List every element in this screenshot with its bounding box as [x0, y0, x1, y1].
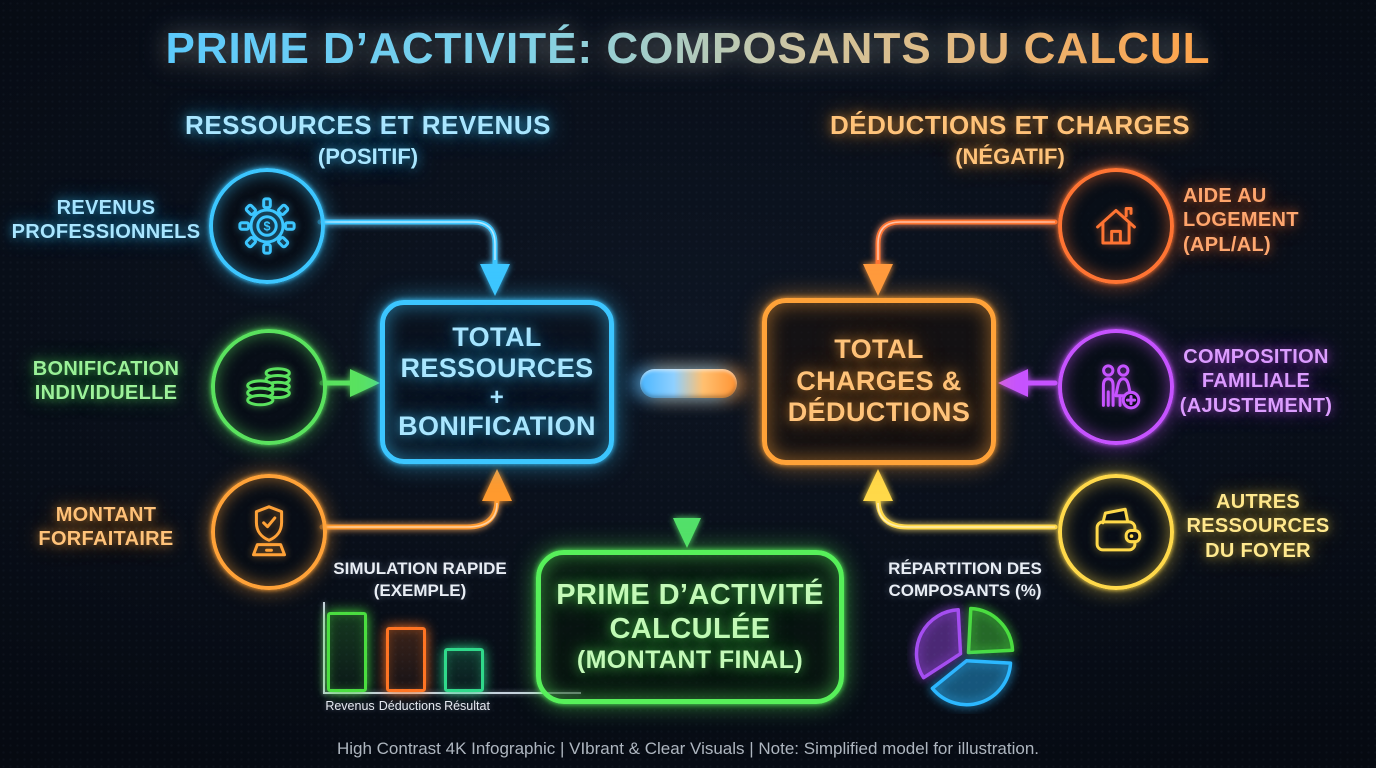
right-heading-text: DÉDUCTIONS ET CHARGES [829, 110, 1191, 140]
box-total-ressources: TOTAL RESSOURCES + BONIFICATION [380, 300, 614, 464]
connector-revenus-arrow [317, 219, 510, 296]
x-axis [323, 692, 581, 694]
box-ressources-line3: BONIFICATION [398, 410, 596, 441]
left-heading-text: RESSOURCES ET REVENUS [185, 110, 551, 140]
box-result-line2: CALCULÉE [609, 613, 771, 646]
svg-text:$: $ [264, 219, 271, 233]
bar-label-deductions: Déductions [378, 699, 442, 713]
item-label-revenus-professionnels: REVENUS PROFESSIONNELS [11, 197, 201, 244]
pie-chart: RÉPARTITION DES COMPOSANTS (%) [860, 558, 1070, 718]
bar-deductions [386, 627, 426, 692]
box-prime-calculee: PRIME D’ACTIVITÉ CALCULÉE (MONTANT FINAL… [536, 550, 844, 704]
house-icon [1096, 207, 1136, 245]
family-plus-icon [1101, 364, 1141, 410]
item-circle-famille [1058, 329, 1174, 445]
connector-logement-arrow [863, 219, 1058, 296]
bar-label-revenus: Revenus [325, 699, 375, 713]
pie-graphic [914, 606, 1015, 707]
gear-dollar-icon: $ [238, 197, 296, 255]
item-label-bonification-individuelle: BONIFICATION INDIVIDUELLE [32, 358, 180, 405]
connector-forfaitaire-arrow [319, 469, 512, 530]
bar-chart-title: SIMULATION RAPIDE (EXEMPLE) [333, 559, 507, 601]
connector-foyer-arrow [863, 469, 1058, 530]
bar-chart-plot [315, 602, 595, 694]
pie-slice-charges [930, 659, 1013, 707]
box-total-charges: TOTAL CHARGES & DÉDUCTIONS [762, 298, 996, 465]
pie-slice-ressources [966, 606, 1015, 655]
connector-bonification-arrow [319, 369, 380, 397]
pie-chart-title: RÉPARTITION DES COMPOSANTS (%) [888, 559, 1042, 601]
right-column-heading: DÉDUCTIONS ET CHARGES (NÉGATIF) [812, 110, 1208, 170]
link-pill-connector [640, 369, 737, 398]
left-column-heading: RESSOURCES ET REVENUS (POSITIF) [170, 110, 566, 170]
item-circle-foyer [1058, 474, 1174, 590]
footer-note: High Contrast 4K Infographic | VIbrant &… [336, 739, 1040, 758]
pie-slice-bonification [914, 608, 963, 680]
item-label-autres-ressources: AUTRES RESSOURCES DU FOYER [1186, 491, 1330, 562]
item-circle-forfaitaire [211, 474, 327, 590]
box-ressources-line1: TOTAL [452, 321, 542, 352]
item-circle-logement [1058, 168, 1174, 284]
item-circle-bonification [211, 329, 327, 445]
box-charges-line3: DÉDUCTIONS [787, 397, 971, 428]
right-subheading-text: (NÉGATIF) [955, 144, 1065, 169]
item-label-montant-forfaitaire: MONTANT FORFAITAIRE [38, 504, 174, 551]
connector-famille-arrow [998, 369, 1058, 397]
box-charges-line2: CHARGES & [796, 365, 962, 396]
item-label-aide-logement: AIDE AU LOGEMENT (APL/AL) [1183, 185, 1299, 256]
box-ressources-plus: + [489, 384, 505, 412]
bar-label-resultat: Résultat [444, 699, 490, 713]
coins-stack-icon [246, 367, 291, 407]
page-title: PRIME D’ACTIVITÉ: COMPOSANTS DU CALCUL [0, 24, 1376, 74]
box-charges-line1: TOTAL [834, 333, 924, 364]
shield-check-icon [251, 505, 287, 557]
y-axis [323, 602, 325, 694]
box-ressources-line2: RESSOURCES [400, 353, 594, 384]
item-label-composition-familiale: COMPOSITION FAMILIALE (AJUSTEMENT) [1179, 346, 1333, 417]
wallet-icon [1095, 507, 1142, 552]
left-subheading-text: (POSITIF) [317, 144, 419, 169]
item-circle-revenus: $ [209, 168, 325, 284]
bar-chart: SIMULATION RAPIDE (EXEMPLE) Revenus Dédu… [315, 558, 595, 718]
box-result-line1: PRIME D’ACTIVITÉ [556, 579, 824, 612]
connector-result-arrow [673, 409, 701, 548]
box-result-line3: (MONTANT FINAL) [576, 646, 804, 675]
bar-revenus [327, 612, 367, 692]
bar-resultat [444, 648, 484, 692]
